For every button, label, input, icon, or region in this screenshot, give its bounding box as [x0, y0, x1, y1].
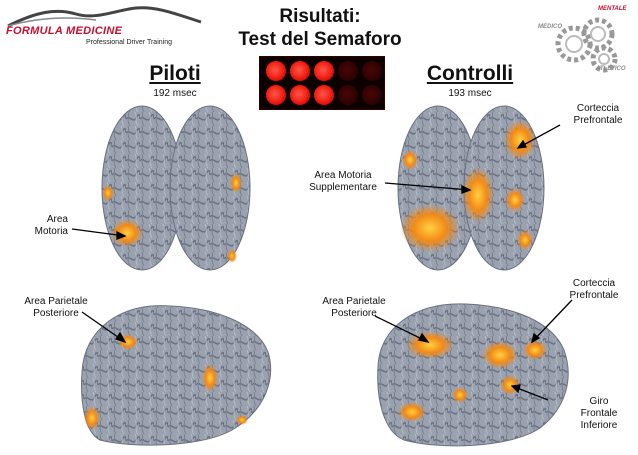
lamp-off-icon [362, 61, 382, 81]
page-title-line2: Test del Semaforo [238, 29, 402, 50]
formula-medicine-logo: FORMULA MEDICINE Professional Driver Tra… [6, 4, 206, 52]
brain-side-view-controlli [377, 303, 569, 447]
medico-mentale-atletico-logo: MEDICO MENTALE ATLETICO [538, 4, 636, 74]
logo-word-atletico: ATLETICO [596, 66, 626, 72]
group-time-controlli: 193 msec [448, 88, 492, 99]
lamp-lit-icon [290, 85, 310, 105]
lamp-off-icon [338, 85, 358, 105]
racetrack-swoosh-icon [7, 6, 202, 28]
brand-name: FORMULA MEDICINE [6, 25, 123, 37]
label-pointers [71, 124, 573, 401]
lamp-off-icon [362, 85, 382, 105]
gears-icon [555, 17, 618, 73]
page-title-line1: Risultati: [279, 6, 361, 27]
group-title-piloti: Piloti [149, 62, 201, 85]
lamp-lit-icon [266, 85, 286, 105]
lamp-lit-icon [290, 61, 310, 81]
lamp-off-icon [338, 61, 358, 81]
logo-word-medico: MEDICO [538, 24, 562, 30]
group-time-piloti: 192 msec [153, 88, 197, 99]
brain-top-view-controlli [397, 105, 545, 271]
lamp-lit-icon [314, 61, 334, 81]
brain-top-view-piloti [101, 105, 251, 271]
traffic-light-panel [259, 56, 385, 110]
brain-side-view-piloti [81, 305, 272, 446]
lamp-lit-icon [266, 61, 286, 81]
lamp-lit-icon [314, 85, 334, 105]
logo-word-mentale: MENTALE [598, 6, 627, 12]
group-title-controlli: Controlli [426, 62, 514, 85]
brand-tagline: Professional Driver Training [86, 39, 172, 46]
